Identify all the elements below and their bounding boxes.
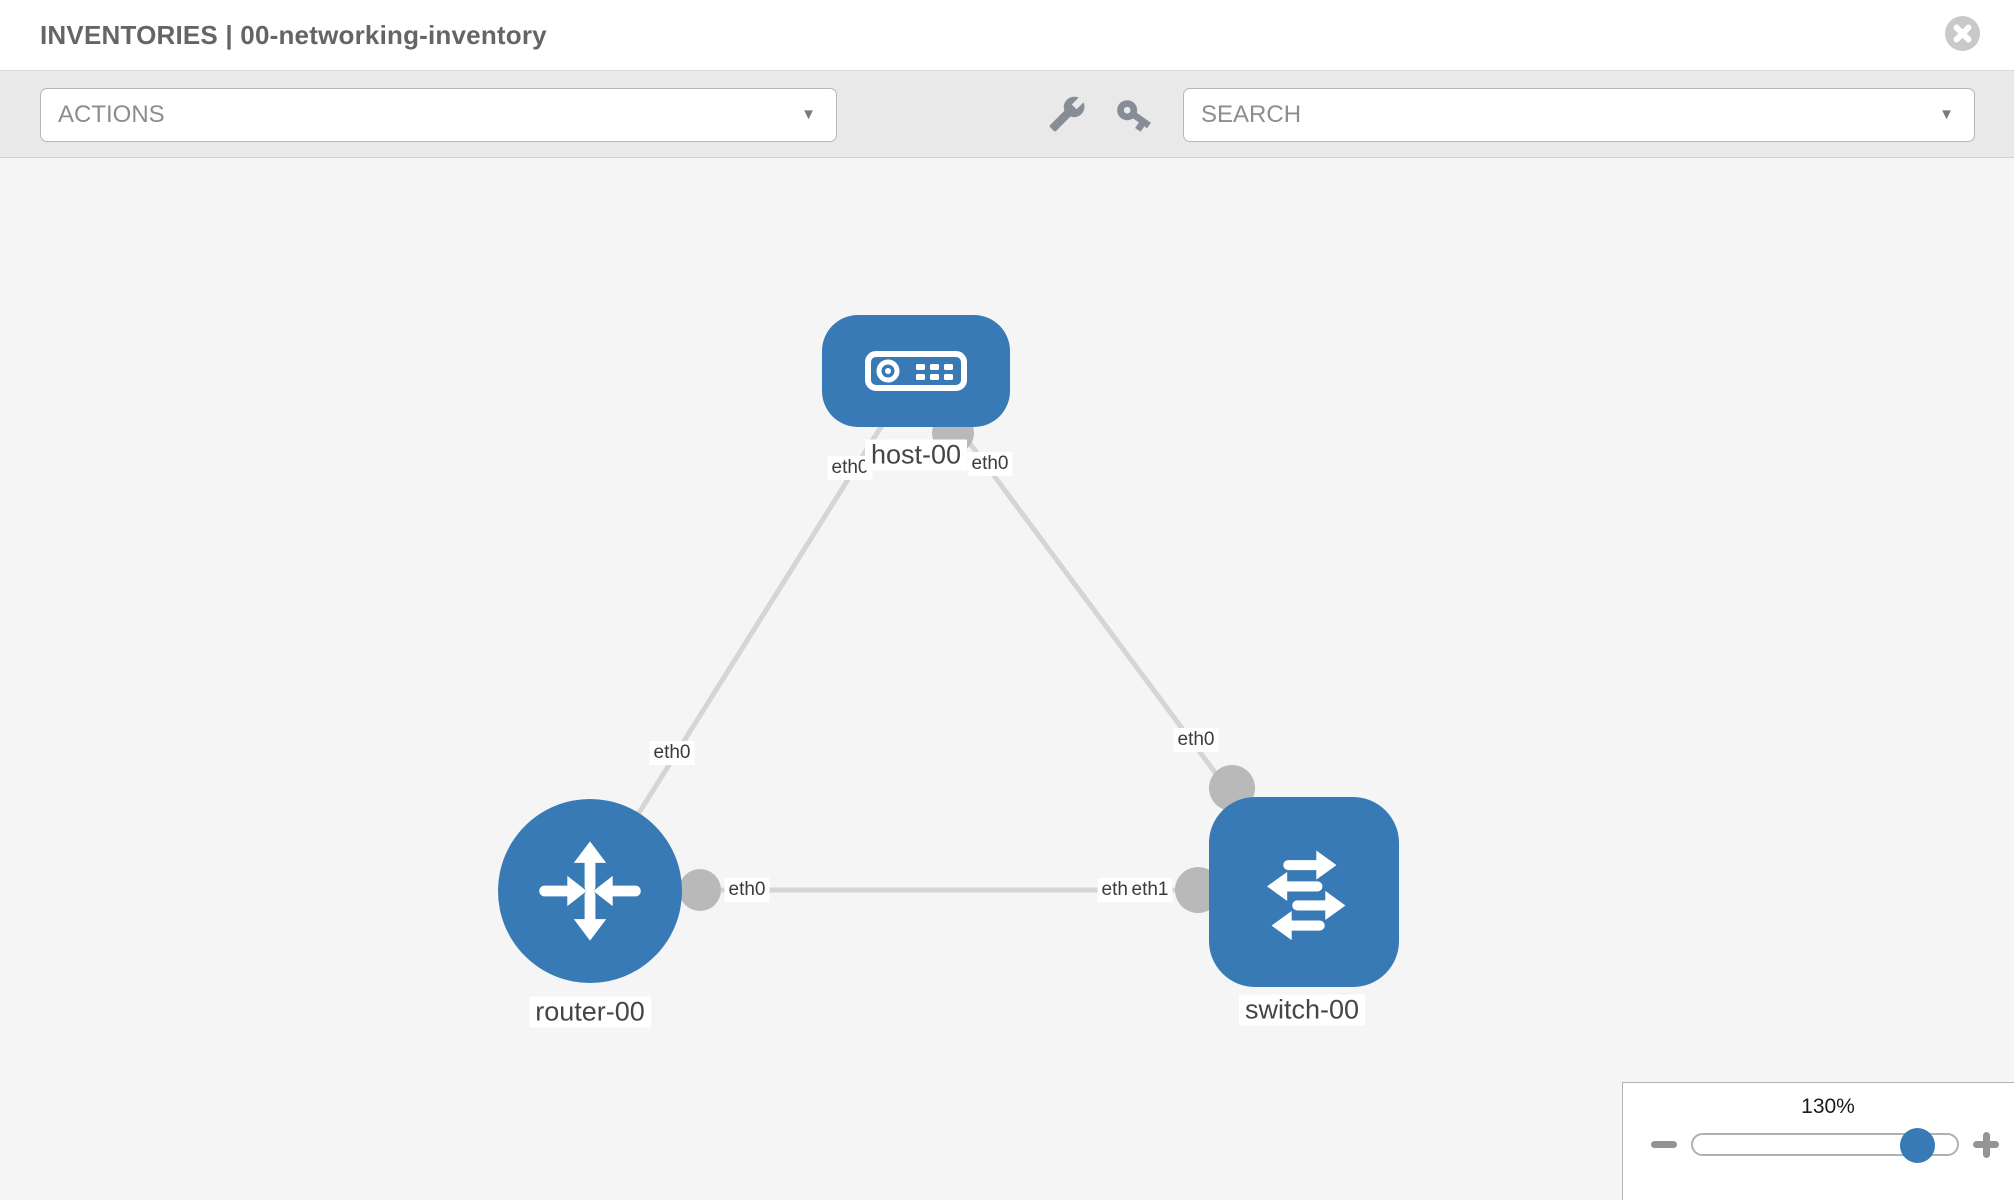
topology-canvas[interactable]: eth0 eth0 eth0 eth0 eth0 eth0 eth1 host-… <box>0 158 2014 1200</box>
node-label-host-00: host-00 <box>864 439 968 471</box>
node-label-switch-00: switch-00 <box>1238 994 1366 1026</box>
node-switch-00[interactable] <box>1209 797 1399 987</box>
chevron-down-icon: ▼ <box>801 106 816 123</box>
topology-links-layer <box>587 369 1307 913</box>
search-input-placeholder: SEARCH <box>1201 101 1302 128</box>
zoom-in-button[interactable] <box>1969 1127 2003 1161</box>
iface-label: eth0 <box>967 452 1013 476</box>
zoom-panel: 130% <box>1622 1082 2014 1200</box>
actions-dropdown[interactable]: ACTIONS ▼ <box>40 88 837 142</box>
node-host-00[interactable] <box>822 315 1010 427</box>
minus-icon <box>1651 1141 1677 1148</box>
header: INVENTORIES | 00-networking-inventory <box>0 0 2014 70</box>
page-title: INVENTORIES | 00-networking-inventory <box>40 20 547 50</box>
iface-label: eth0 <box>1173 728 1219 752</box>
toolbar: ACTIONS ▼ SEARCH ▼ <box>0 70 2014 158</box>
zoom-level: 130% <box>1801 1095 1855 1118</box>
zoom-out-button[interactable] <box>1647 1127 1681 1161</box>
iface-connector[interactable] <box>679 869 721 911</box>
chevron-down-icon: ▼ <box>1939 106 1954 123</box>
host-icon <box>865 351 967 391</box>
close-button[interactable] <box>1945 16 1980 51</box>
zoom-slider[interactable] <box>1691 1128 1959 1163</box>
close-icon <box>1953 24 1972 43</box>
switch-icon <box>1267 850 1346 941</box>
iface-label: eth0 <box>724 878 770 902</box>
node-router-00[interactable] <box>498 799 682 983</box>
plus-icon <box>1982 1131 1990 1158</box>
iface-label: eth0 <box>649 741 695 765</box>
node-label-router-00: router-00 <box>529 996 651 1028</box>
iface-label: eth1 <box>1127 878 1173 902</box>
router-icon <box>539 841 641 941</box>
zoom-slider-knob[interactable] <box>1900 1128 1935 1163</box>
key-icon[interactable] <box>1114 95 1154 135</box>
search-dropdown[interactable]: SEARCH ▼ <box>1183 88 1975 142</box>
wrench-icon[interactable] <box>1048 95 1088 135</box>
actions-dropdown-label: ACTIONS <box>58 101 165 128</box>
